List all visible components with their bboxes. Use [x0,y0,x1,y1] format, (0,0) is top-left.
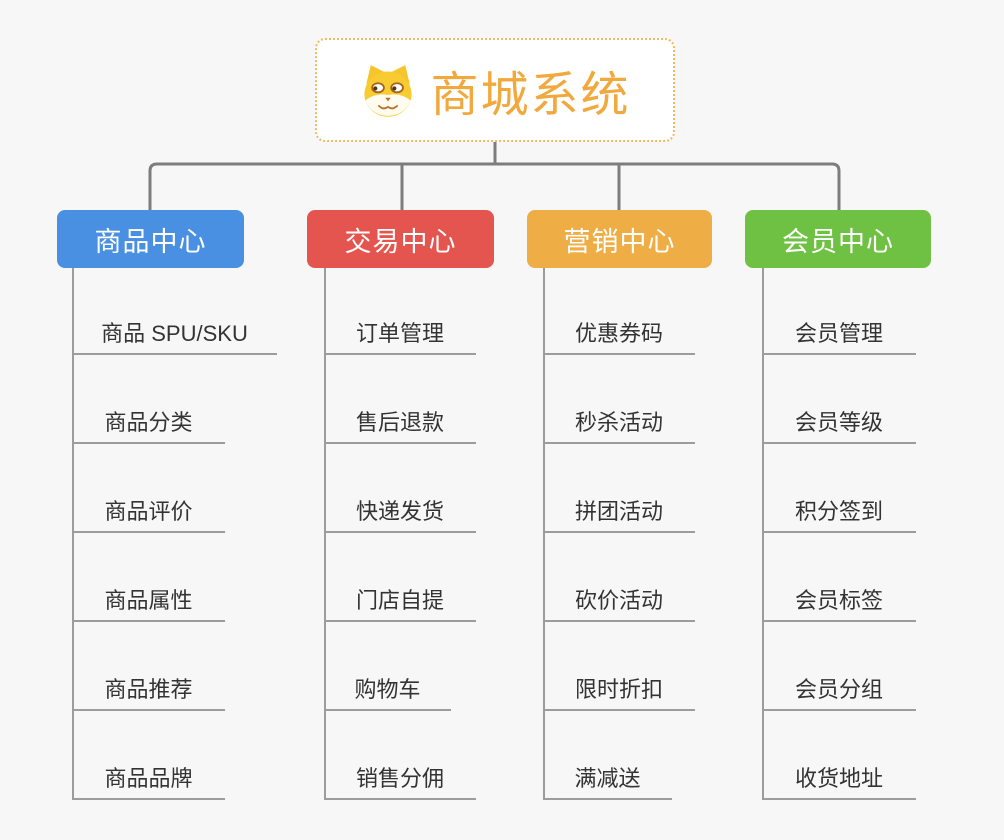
subtopic-node[interactable]: 拼团活动 [543,485,695,533]
subtopic-label: 满减送 [574,766,641,791]
subtopic-node[interactable]: 门店自提 [324,574,476,622]
subtopic-label: 门店自提 [355,588,444,613]
subtopic-label: 秒杀活动 [574,410,663,435]
subtopic-label: 砍价活动 [574,588,663,613]
subtopic-node[interactable]: 订单管理 [324,307,476,355]
subtopic-label: 商品 SPU/SKU [101,321,248,346]
subtopic-node[interactable]: 会员标签 [762,574,916,622]
subtopic-label: 快递发货 [355,499,444,524]
branch-node-product-center[interactable]: 商品中心 [57,210,244,268]
subtopic-label: 商品分类 [104,410,193,435]
subtopic-node[interactable]: 砍价活动 [543,574,695,622]
subtopic-label: 限时折扣 [574,677,663,702]
subtopic-label: 会员标签 [794,588,883,613]
subtopic-node[interactable]: 限时折扣 [543,663,695,711]
subtopic-node[interactable]: 满减送 [543,752,672,800]
root-node[interactable]: 商城系统 [315,38,675,142]
subtopic-label: 收货地址 [794,766,883,791]
subtopic-label: 会员等级 [794,410,883,435]
doge-icon [364,64,413,117]
branch-node-trade-center[interactable]: 交易中心 [307,210,494,268]
subtopic-label: 售后退款 [355,410,444,435]
subtopic-node[interactable]: 秒杀活动 [543,396,695,444]
subtopic-node[interactable]: 会员分组 [762,663,916,711]
subtopic-label: 购物车 [354,677,421,702]
subtopic-label: 商品品牌 [104,766,193,791]
subtopic-node[interactable]: 收货地址 [762,752,916,800]
subtopic-node[interactable]: 商品推荐 [72,663,225,711]
subtopic-node[interactable]: 商品评价 [72,485,225,533]
branch-label: 交易中心 [344,226,457,257]
branch-node-marketing-center[interactable]: 营销中心 [527,210,712,268]
root-title: 商城系统 [430,69,631,122]
subtopic-label: 商品推荐 [104,677,193,702]
subtopic-node[interactable]: 快递发货 [324,485,476,533]
branch-label: 营销中心 [563,226,676,257]
subtopic-node[interactable]: 售后退款 [324,396,476,444]
subtopic-node[interactable]: 优惠券码 [543,307,695,355]
subtopic-label: 积分签到 [794,499,883,524]
branch-label: 会员中心 [782,226,894,257]
subtopic-node[interactable]: 销售分佣 [324,752,476,800]
subtopic-label: 会员分组 [794,677,883,702]
branch-rail-line [148,162,841,212]
subtopic-label: 商品评价 [104,499,193,524]
subtopic-label: 会员管理 [794,321,883,346]
subtopic-node[interactable]: 积分签到 [762,485,916,533]
subtopic-node[interactable]: 会员管理 [762,307,916,355]
subtopic-label: 拼团活动 [574,499,663,524]
subtopic-label: 优惠券码 [574,321,663,346]
subtopic-node[interactable]: 商品属性 [72,574,225,622]
root-to-branch-links [148,139,841,212]
branch-node-member-center[interactable]: 会员中心 [745,210,931,268]
subtopic-node[interactable]: 商品分类 [72,396,225,444]
subtopic-node[interactable]: 商品品牌 [72,752,225,800]
branch-label: 商品中心 [94,226,207,257]
subtopic-node[interactable]: 会员等级 [762,396,916,444]
subtopic-node[interactable]: 购物车 [324,663,451,711]
subtopic-label: 销售分佣 [355,766,444,791]
subtopic-node[interactable]: 商品 SPU/SKU [72,307,277,355]
subtopic-label: 订单管理 [355,321,444,346]
subtopic-label: 商品属性 [104,588,193,613]
